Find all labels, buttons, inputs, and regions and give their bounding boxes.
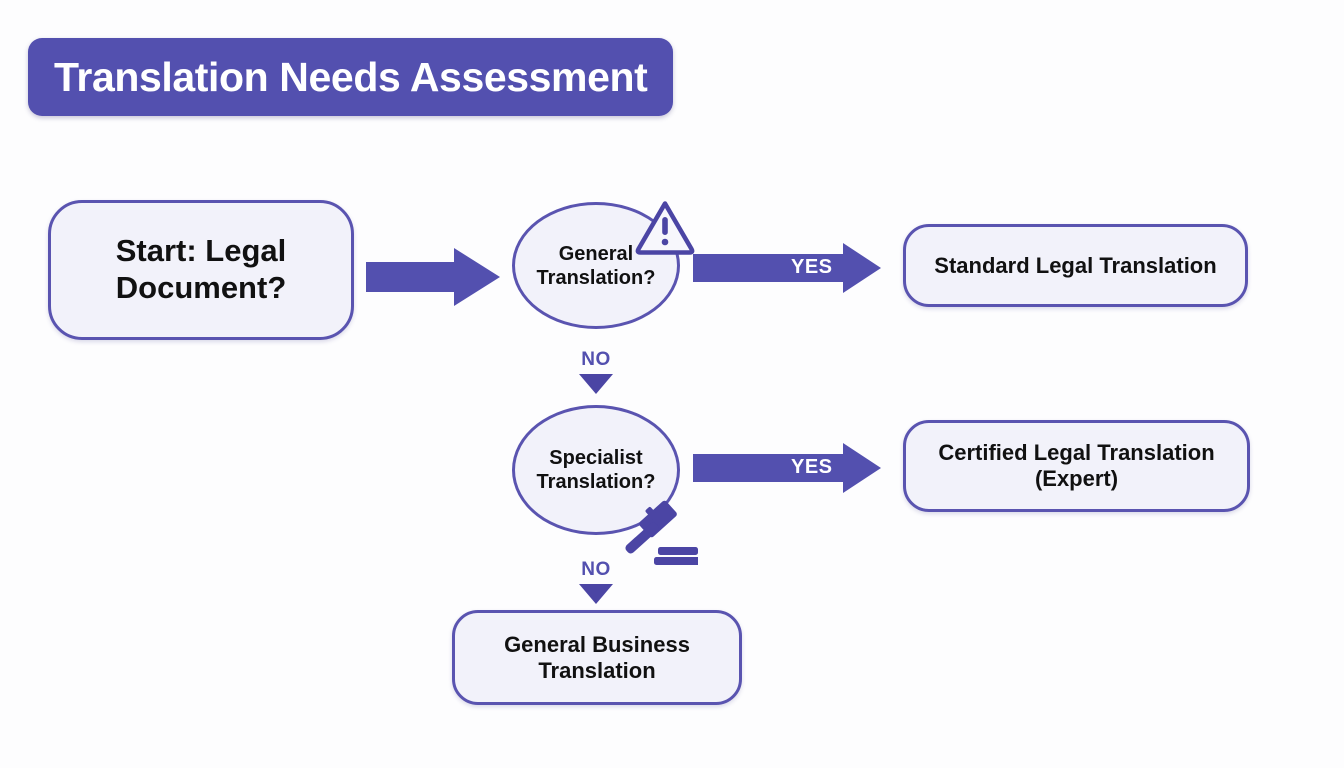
node-general-translation-label: General Translation? <box>536 242 656 289</box>
page-title-banner: Translation Needs Assessment <box>28 38 673 116</box>
node-standard-legal-translation-label: Standard Legal Translation <box>934 252 1217 278</box>
node-specialist-translation[interactable]: Specialist Translation? <box>512 405 680 535</box>
connector-general-no: NO <box>541 350 651 394</box>
node-certified-legal-translation-label: Certified Legal Translation (Expert) <box>938 440 1215 491</box>
arrow-general-yes-label: YES <box>791 256 833 278</box>
page-title: Translation Needs Assessment <box>54 53 648 100</box>
node-start[interactable]: Start: Legal Document? <box>48 200 354 340</box>
arrowhead-down-icon <box>579 584 613 604</box>
node-start-label: Start: Legal Document? <box>115 233 287 305</box>
arrow-specialist-yes-label: YES <box>791 456 833 478</box>
connector-specialist-no: NO <box>541 560 651 604</box>
node-specialist-translation-label: Specialist Translation? <box>536 447 656 493</box>
connector-specialist-no-label: NO <box>581 559 611 580</box>
arrow-specialist-yes: YES <box>693 443 881 493</box>
warning-triangle-icon <box>634 198 696 256</box>
node-general-business-translation-label: General Business Translation <box>504 631 690 683</box>
node-certified-legal-translation[interactable]: Certified Legal Translation (Expert) <box>903 420 1250 512</box>
gavel-icon <box>620 497 698 567</box>
arrow-general-yes: YES <box>693 243 881 293</box>
node-general-business-translation[interactable]: General Business Translation <box>452 610 742 705</box>
connector-general-no-label: NO <box>581 349 611 370</box>
arrowhead-down-icon <box>579 374 613 394</box>
node-standard-legal-translation[interactable]: Standard Legal Translation <box>903 224 1248 307</box>
arrow-start-to-general <box>366 248 500 306</box>
